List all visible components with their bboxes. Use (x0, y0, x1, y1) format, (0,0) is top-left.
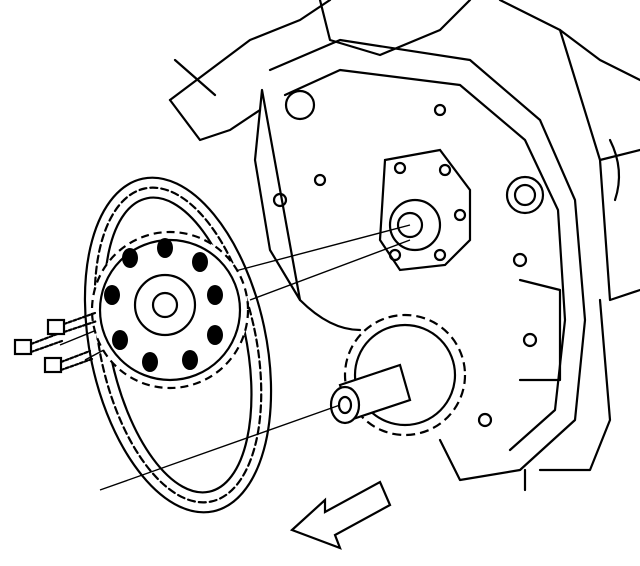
sprocket-bolts (13, 311, 99, 374)
camshaft-sprocket (90, 230, 250, 390)
crankshaft-sprocket (329, 313, 467, 437)
engine-block (168, 0, 640, 472)
bolt (46, 311, 99, 336)
cover-hole (505, 175, 545, 215)
bolt (43, 349, 94, 374)
front-cover (253, 38, 587, 492)
arrow-left-down-icon (289, 480, 392, 550)
bolt (13, 331, 64, 356)
alignment-lines (59, 224, 411, 491)
timing-chain (83, 176, 273, 514)
camshaft-hub (378, 148, 472, 272)
cover-hole (284, 89, 316, 121)
